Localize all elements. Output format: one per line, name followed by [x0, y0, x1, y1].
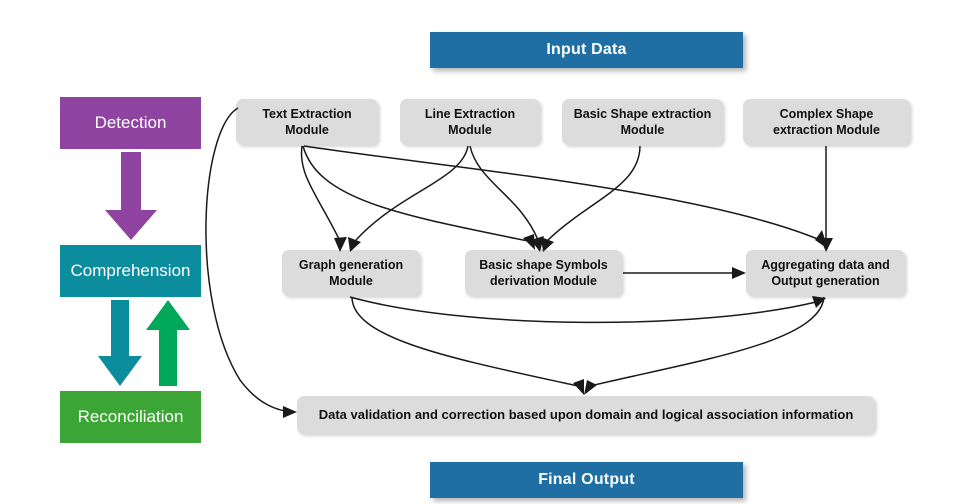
module-graph-generation-label: Graph generation Module: [298, 257, 404, 289]
module-graph-generation[interactable]: Graph generation Module: [282, 250, 420, 296]
stage-reconciliation-label: Reconciliation: [77, 407, 184, 426]
input-data-banner: Input Data: [430, 32, 743, 68]
module-basic-shape-symbols-label: Basic shape Symbols derivation Module: [479, 257, 608, 289]
connector-graph-to-validation: [351, 296, 584, 395]
final-output-banner-label: Final Output: [538, 471, 635, 488]
stage-comprehension-label: Comprehension: [70, 261, 191, 280]
stage-detection-label: Detection: [94, 113, 167, 132]
module-aggregating-data-output[interactable]: Aggregating data and Output generation: [746, 250, 905, 296]
arrow-detection-to-comprehension: [105, 152, 157, 240]
module-complex-shape-extraction-label: Complex Shape extraction Module: [773, 106, 880, 138]
module-text-extraction[interactable]: Text Extraction Module: [236, 99, 378, 145]
module-data-validation[interactable]: Data validation and correction based upo…: [297, 396, 875, 434]
connector-aggregating-to-validation: [584, 296, 825, 395]
module-aggregating-data-output-label: Aggregating data and Output generation: [761, 257, 890, 289]
module-data-validation-label: Data validation and correction based upo…: [318, 407, 854, 423]
module-line-extraction-label: Line Extraction Module: [424, 106, 516, 138]
connector-line-to-symbols: [469, 145, 544, 252]
stage-comprehension[interactable]: Comprehension: [60, 245, 201, 297]
input-data-banner-label: Input Data: [546, 41, 627, 58]
connector-text-to-graph: [300, 145, 347, 252]
connector-text-to-symbols: [302, 145, 535, 250]
module-line-extraction[interactable]: Line Extraction Module: [400, 99, 540, 145]
arrow-comprehension-to-reconciliation: [98, 300, 142, 386]
stage-detection[interactable]: Detection: [60, 97, 201, 149]
module-text-extraction-label: Text Extraction Module: [262, 106, 352, 138]
module-basic-shape-symbols[interactable]: Basic shape Symbols derivation Module: [465, 250, 622, 296]
connector-text-to-aggregating: [303, 145, 828, 249]
connector-line-to-graph: [348, 145, 469, 252]
connector-basicshape-to-symbols: [541, 145, 641, 252]
module-basic-shape-extraction-label: Basic Shape extraction Module: [573, 106, 712, 138]
module-complex-shape-extraction[interactable]: Complex Shape extraction Module: [743, 99, 910, 145]
connector-graph-to-aggregating: [349, 296, 826, 324]
connector-symbols-to-aggregating: [623, 267, 746, 279]
final-output-banner: Final Output: [430, 462, 743, 498]
connector-complexshape-to-aggregating: [820, 146, 833, 252]
arrow-reconciliation-to-comprehension: [146, 300, 190, 386]
module-basic-shape-extraction[interactable]: Basic Shape extraction Module: [562, 99, 723, 145]
stage-reconciliation[interactable]: Reconciliation: [60, 391, 201, 443]
